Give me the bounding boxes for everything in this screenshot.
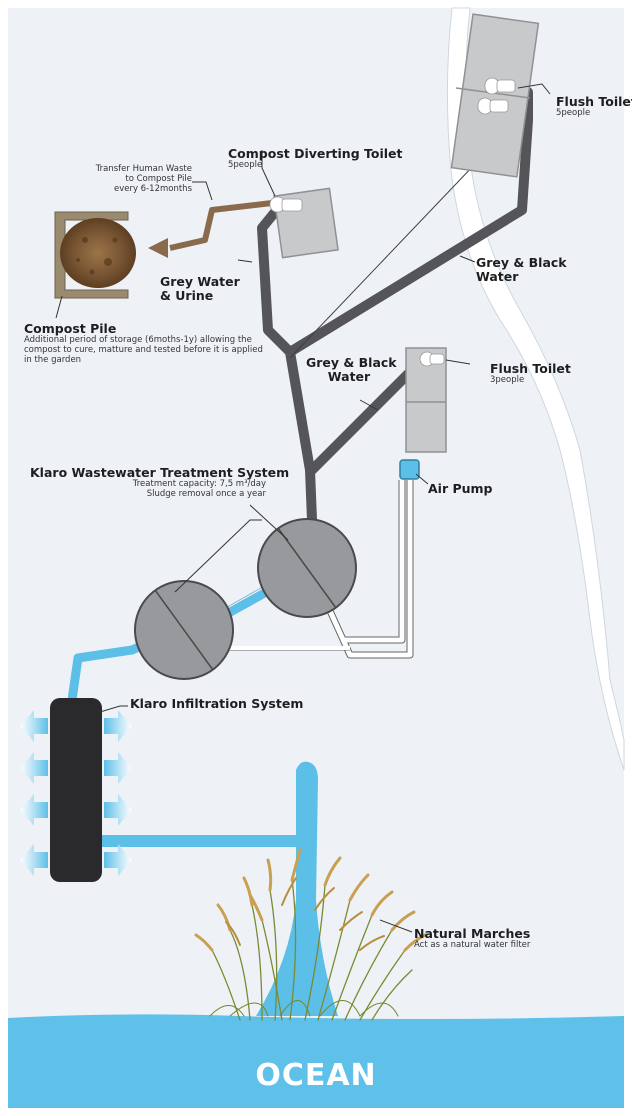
compost-toilet-label: Compost Diverting Toilet 5people (228, 146, 403, 171)
grey-black-upper-line2: Water (476, 269, 519, 285)
infiltration-arrow-icon (20, 794, 132, 826)
compost-toilet-panel (273, 187, 339, 259)
compost-toilet (269, 187, 339, 259)
grey-black-lower-label: Grey & Black Water (306, 355, 397, 385)
toilet-mid (405, 347, 447, 453)
klaro-tanks (134, 518, 357, 680)
reed-grass-icon (194, 848, 427, 1021)
infiltration-unit (50, 698, 102, 882)
flush-toilet-mid-label: Flush Toilet 3people (490, 361, 571, 386)
arrow-left-icon (148, 238, 168, 258)
transfer-note: Transfer Human Waste to Compost Pile eve… (82, 164, 192, 194)
flush-toilet-mid-capacity: 3people (490, 375, 525, 386)
transfer-note-line1: Transfer Human Waste (95, 164, 192, 174)
grey-urine-line2: & Urine (160, 288, 214, 304)
flush-toilet-top-title: Flush Toilet (556, 94, 632, 109)
marches-description: Act as a natural water filter (414, 940, 531, 951)
treated-pipes-outline (221, 584, 267, 611)
ocean (8, 1014, 624, 1108)
leader-lines (55, 83, 551, 933)
infiltration-outflow-pipe (100, 835, 300, 847)
klaro-treatment-title: Klaro Wastewater Treatment System (30, 465, 290, 480)
grey-black-upper-line1: Grey & Black (476, 255, 567, 270)
ocean-label: OCEAN (255, 1058, 377, 1093)
compost-toilet-title: Compost Diverting Toilet (228, 146, 403, 161)
flush-toilet-top-label: Flush Toilet 5people (556, 94, 632, 119)
grey-urine-label: Grey Water & Urine (160, 274, 240, 304)
infiltration-arrows (20, 710, 132, 876)
klaro-treatment-sludge: Sludge removal once a year (146, 489, 266, 500)
infiltration-arrow-icon (20, 710, 132, 742)
compost-texture (76, 237, 118, 275)
air-pump-label: Air Pump (428, 481, 493, 496)
compost-pile-icon (60, 218, 136, 288)
infiltration-label: Klaro Infiltration System (130, 696, 304, 711)
toilet-mid-panel (405, 347, 447, 453)
flush-toilet-mid-title: Flush Toilet (490, 361, 571, 376)
grey-black-lower-line1: Grey & Black (306, 355, 397, 370)
grey-black-lower-line2: Water (327, 369, 371, 385)
air-pump-title: Air Pump (428, 481, 493, 496)
klaro-treatment-label: Klaro Wastewater Treatment System Treatm… (30, 465, 290, 500)
transfer-note-line3: every 6-12months (113, 183, 192, 194)
air-pump-icon (399, 459, 420, 480)
toilet-top (450, 13, 540, 178)
transfer-note-line2: to Compost Pile (125, 173, 192, 184)
compost-pile-description: Additional period of storage (6moths-1y)… (24, 335, 263, 365)
toilet-icon (477, 77, 516, 115)
toilet-icon (419, 351, 445, 367)
marches-title: Natural Marches (414, 926, 531, 941)
marches-label: Natural Marches Act as a natural water f… (414, 926, 531, 951)
compost-toilet-capacity: 5people (228, 160, 263, 171)
infiltration-arrow-icon (20, 844, 132, 876)
infiltration-title: Klaro Infiltration System (130, 696, 304, 711)
toilet-icon (269, 196, 303, 213)
grey-black-upper-label: Grey & Black Water (476, 255, 567, 285)
compost-bin (54, 211, 129, 299)
flush-toilet-top-capacity: 5people (556, 108, 591, 119)
compost-pile-label: Compost Pile Additional period of storag… (24, 321, 264, 366)
pipe-compost-toilet (257, 207, 317, 525)
compost-transfer-line (169, 200, 273, 251)
infiltration-arrow-icon (20, 752, 132, 784)
compost-pile-title: Compost Pile (24, 321, 117, 336)
grey-urine-line1: Grey Water (160, 274, 240, 289)
toilet-top-panel (450, 13, 540, 178)
klaro-treatment-capacity: Treatment capacity: 7,5 m³/day (132, 479, 266, 490)
